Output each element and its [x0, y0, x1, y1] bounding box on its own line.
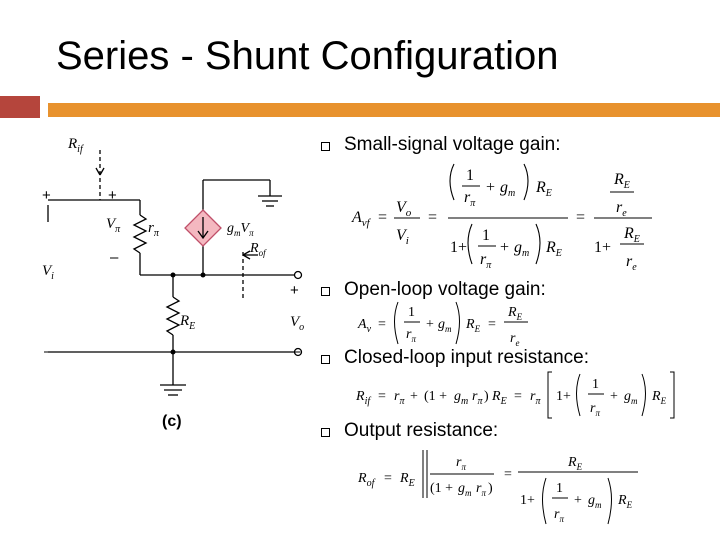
svg-text:rπ: rπ: [530, 389, 541, 407]
svg-text:re: re: [626, 253, 637, 273]
svg-text:rπ: rπ: [476, 481, 486, 498]
svg-text:1+: 1+: [594, 239, 611, 256]
svg-text:1+: 1+: [556, 389, 571, 404]
svg-text:Vi: Vi: [42, 263, 54, 282]
bullet-small-signal-gain: Small-signal voltage gain:: [344, 134, 561, 155]
svg-text:RE: RE: [545, 239, 562, 259]
svg-text:): ): [484, 389, 489, 404]
svg-text:Rif: Rif: [355, 389, 371, 407]
equation-input-resistance: Rif = rπ + (1 + gm rπ ) RE = rπ 1+ 1 rπ …: [355, 371, 675, 419]
svg-text:gmVπ: gmVπ: [227, 221, 254, 238]
svg-text:=: =: [576, 209, 585, 226]
svg-text:1: 1: [482, 227, 490, 244]
svg-text:RE: RE: [567, 455, 583, 472]
svg-text:gm: gm: [624, 389, 638, 406]
svg-text:1+: 1+: [450, 239, 467, 256]
svg-text:–: –: [44, 343, 53, 360]
svg-text:=: =: [378, 209, 387, 226]
slide-title: Series - Shunt Configuration: [56, 34, 559, 78]
svg-text:Vi: Vi: [396, 227, 409, 247]
svg-text:+: +: [500, 239, 509, 256]
svg-text:RE: RE: [507, 305, 523, 322]
svg-text:RE: RE: [535, 179, 552, 199]
bullet-marker: [321, 428, 330, 437]
svg-text:gm: gm: [588, 493, 602, 510]
svg-text:1: 1: [466, 167, 474, 184]
circuit-diagram: Rif + + Vπ rπ gmVπ Rof – Vi RE + Vo – – …: [42, 136, 304, 430]
svg-text:=: =: [384, 471, 392, 486]
svg-text:RE: RE: [613, 171, 630, 191]
title-accent-right: [48, 103, 720, 117]
svg-text:rπ: rπ: [480, 251, 492, 271]
svg-text:Rof: Rof: [249, 241, 267, 258]
equation-output-resistance: Rof = RE rπ (1 + gm rπ ) = RE 1+ 1 rπ + …: [357, 450, 638, 525]
svg-text:Av: Av: [357, 317, 372, 335]
svg-text:re: re: [616, 199, 627, 219]
svg-text:re: re: [510, 331, 519, 348]
bullet-marker: [321, 287, 330, 296]
svg-text:=: =: [378, 317, 386, 332]
svg-text:+: +: [108, 187, 117, 204]
svg-text:rπ: rπ: [406, 327, 416, 344]
equation-open-loop-gain: Av = 1 rπ + gm RE = RE re: [357, 301, 528, 348]
svg-text:+: +: [410, 389, 418, 404]
svg-text:RE: RE: [179, 313, 195, 332]
svg-text:1: 1: [408, 305, 415, 320]
svg-text:rπ: rπ: [554, 507, 564, 524]
svg-text:+: +: [426, 317, 434, 332]
svg-text:Rif: Rif: [67, 136, 84, 155]
svg-text:Vπ: Vπ: [106, 216, 121, 235]
svg-text:(1 +: (1 +: [424, 389, 447, 404]
svg-text:RE: RE: [617, 493, 633, 510]
equation-voltage-gain: Avf = Vo Vi = 1 rπ + gm RE 1+ 1 rπ + gm …: [351, 163, 652, 273]
svg-text:=: =: [504, 467, 512, 482]
svg-text:RE: RE: [465, 317, 481, 334]
svg-text:Vo: Vo: [396, 199, 412, 219]
svg-text:1: 1: [592, 377, 599, 392]
svg-text:rπ: rπ: [472, 389, 483, 407]
svg-text:(1 +: (1 +: [430, 481, 453, 496]
svg-text:+: +: [42, 187, 51, 204]
bullet-input-resistance: Closed-loop input resistance:: [344, 347, 590, 368]
svg-text:Vo: Vo: [290, 314, 304, 333]
svg-text:Rof: Rof: [357, 471, 376, 489]
bullet-marker: [321, 355, 330, 364]
svg-text:=: =: [488, 317, 496, 332]
bullet-output-resistance: Output resistance:: [344, 420, 499, 441]
svg-text:+: +: [610, 389, 618, 404]
svg-text:+: +: [574, 493, 582, 508]
svg-text:gm: gm: [458, 481, 472, 498]
svg-text:gm: gm: [454, 389, 468, 407]
svg-text:gm: gm: [500, 179, 515, 199]
svg-text:rπ: rπ: [456, 455, 466, 472]
svg-text:rπ: rπ: [394, 389, 405, 407]
svg-text:RE: RE: [491, 389, 507, 407]
bullet-marker: [321, 142, 330, 151]
svg-text:–: –: [292, 343, 301, 360]
svg-text:–: –: [110, 249, 119, 266]
svg-text:1: 1: [556, 481, 563, 496]
svg-text:RE: RE: [399, 471, 415, 489]
svg-text:RE: RE: [623, 225, 640, 245]
svg-text:): ): [488, 481, 493, 496]
svg-text:rπ: rπ: [464, 189, 476, 209]
svg-text:gm: gm: [514, 239, 529, 259]
svg-text:RE: RE: [651, 389, 667, 406]
svg-text:=: =: [378, 389, 386, 404]
svg-text:rπ: rπ: [148, 220, 160, 239]
title-accent-left: [0, 96, 40, 118]
svg-text:rπ: rπ: [590, 401, 600, 418]
svg-text:(c): (c): [162, 413, 182, 430]
svg-text:+: +: [290, 282, 299, 299]
svg-text:+: +: [486, 179, 495, 196]
bullet-open-loop-gain: Open-loop voltage gain:: [344, 279, 546, 300]
svg-text:Avf: Avf: [351, 209, 372, 229]
svg-text:=: =: [514, 389, 522, 404]
svg-text:1+: 1+: [520, 493, 535, 508]
svg-text:gm: gm: [438, 317, 452, 334]
svg-text:=: =: [428, 209, 437, 226]
